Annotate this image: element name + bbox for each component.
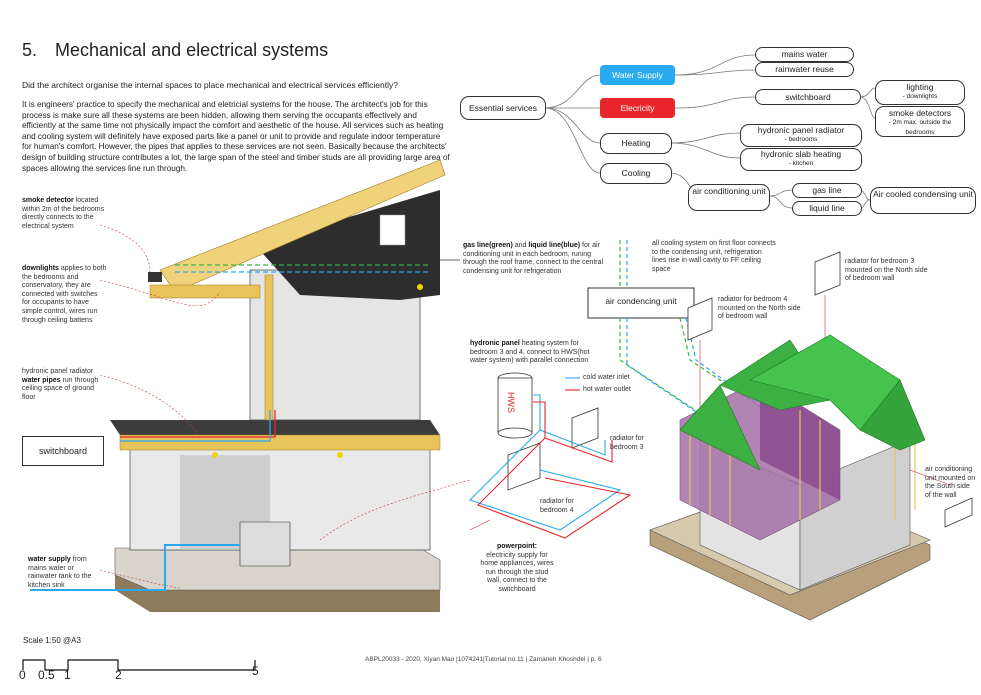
hydronic-slab-label: hydronic slab heating bbox=[760, 149, 842, 159]
hydronic-panel-label: hydronic panel radiator bbox=[757, 125, 845, 135]
note-power-bold: powerpoint: bbox=[496, 543, 538, 550]
air-cooled-unit-node: Air cooled condensing unit bbox=[870, 187, 976, 214]
note-cooling-system: all cooling system on first floor connec… bbox=[652, 240, 776, 273]
liquid-line-node: liquid line bbox=[792, 201, 862, 216]
note-gas-bold: gas line(green) bbox=[463, 242, 513, 249]
hydronic-panel-sub: - bedrooms bbox=[784, 136, 818, 143]
lighting-label: lighting bbox=[906, 82, 934, 92]
switchboard-label: switchboard bbox=[38, 446, 88, 456]
scale-bar bbox=[22, 659, 256, 671]
section-title: Mechanical and electrical systems bbox=[55, 40, 329, 60]
services-diagram bbox=[468, 240, 973, 539]
note-hyd-bold: water pipes bbox=[22, 376, 61, 384]
note-gas-text: for air conditioning unit in each bedroo… bbox=[463, 242, 604, 275]
heating-node: Heating bbox=[600, 133, 672, 154]
note-powerpoint: powerpoint:electricity supply for home a… bbox=[478, 543, 556, 595]
note-hpanel-bold: hydronic panel bbox=[470, 340, 520, 347]
note-ac-south: air conditioning unit mounted on the Sou… bbox=[925, 466, 976, 499]
note-downlights: downlights applies to both the bedrooms … bbox=[22, 265, 107, 325]
gas-line-node: gas line bbox=[792, 183, 862, 198]
note-liq-bold: liquid line(blue) bbox=[528, 242, 581, 249]
switchboard-node: switchboard bbox=[755, 89, 861, 105]
section-number: 5. bbox=[22, 40, 38, 60]
note-water-text: from mains water or rainwater tank to th… bbox=[28, 556, 92, 589]
note-water-supply: water supply from mains water or rainwat… bbox=[28, 556, 98, 590]
note-smoke-detector: smoke detector located within 2m of the … bbox=[22, 197, 107, 231]
footer-credit: ABPL20033 - 2020, Xiyan Mao |1074241|Tut… bbox=[365, 656, 602, 663]
scale-tick-5: 5 bbox=[252, 664, 259, 678]
essential-services-node: Essential services bbox=[460, 96, 546, 120]
hydronic-panel-node: hydronic panel radiator - bedrooms bbox=[740, 124, 862, 147]
note-down-text: applies to both the bedrooms and conserv… bbox=[22, 265, 107, 324]
note-hyd-text2: run through ceiling space of ground floo… bbox=[22, 376, 99, 401]
lighting-sub: - downlights bbox=[902, 93, 938, 100]
lighting-node: lighting - downlights bbox=[875, 80, 965, 105]
note-water-bold: water supply bbox=[28, 556, 71, 563]
note-down-bold: downlights bbox=[22, 265, 59, 272]
note-power-text: electricity supply for home appliances, … bbox=[480, 551, 554, 593]
note-hydronic-panel: hydronic panel heating system for bedroo… bbox=[470, 340, 590, 366]
note-radiator-bedroom4: radiator for bedroom 4 bbox=[540, 498, 574, 514]
legend-hot-outlet: hot water outlet bbox=[583, 386, 631, 393]
legend-cold-inlet: cold water inlet bbox=[583, 374, 630, 381]
note-gas-mid: and bbox=[512, 242, 529, 249]
switchboard-label-box: switchboard bbox=[22, 436, 104, 466]
scale-tick-0: 0 bbox=[19, 668, 26, 682]
water-supply-node: Water Supply bbox=[600, 65, 675, 85]
smoke-sub: - 2m max. outside the bedrooms bbox=[888, 119, 952, 136]
mains-water-node: mains water bbox=[755, 47, 854, 62]
note-hpanel-text: heating system for bedroom 3 and 4, conn… bbox=[470, 340, 590, 365]
question-text: Did the architect organise the internal … bbox=[22, 80, 398, 90]
cooling-node: Cooling bbox=[600, 163, 672, 184]
note-gas-liquid-lines: gas line(green) and liquid line(blue) fo… bbox=[463, 242, 613, 276]
scale-label: Scale 1:50 @A3 bbox=[23, 636, 81, 645]
hws-label: HWS bbox=[506, 392, 516, 413]
condensing-unit-label: air condencing unit bbox=[605, 296, 677, 306]
note-radiator-bedroom3: radiator for bedroom 3 bbox=[610, 435, 644, 451]
note-radiator-bedroom4-mounted: radiator for bedroom 4 mounted on the No… bbox=[718, 296, 801, 321]
scale-tick-0-5: 0.5 bbox=[38, 668, 55, 682]
electricity-node: Elecricity bbox=[600, 98, 675, 118]
note-hyd-text1: hydronic panel radiator bbox=[22, 368, 94, 375]
body-paragraph: It is engineers' practice to specify the… bbox=[22, 100, 450, 173]
isometric-house bbox=[649, 334, 951, 621]
mindmap-connectors bbox=[544, 54, 876, 209]
smoke-detectors-node: smoke detectors - 2m max. outside the be… bbox=[875, 106, 965, 137]
note-smoke-bold: smoke detector bbox=[22, 197, 74, 204]
note-smoke-text: located within 2m of the bedrooms direct… bbox=[22, 197, 105, 230]
hydronic-slab-node: hydronic slab heating - kitchen bbox=[740, 148, 862, 171]
page-title: 5. Mechanical and electrical systems bbox=[22, 40, 328, 61]
house-section-drawing bbox=[30, 159, 471, 612]
smoke-label: smoke detectors bbox=[888, 108, 952, 118]
scale-tick-2: 2 bbox=[115, 668, 122, 682]
note-radiator-bedroom3-mounted: radiator for bedroom 3 mounted on the No… bbox=[845, 258, 928, 283]
hydronic-slab-sub: - kitchen bbox=[788, 160, 814, 167]
note-hydronic-pipes: hydronic panel radiator water pipes run … bbox=[22, 368, 107, 402]
rainwater-reuse-node: rainwater reuse bbox=[755, 62, 854, 77]
air-conditioning-unit-node: air conditioning unit bbox=[688, 184, 770, 211]
scale-tick-1: 1 bbox=[64, 668, 71, 682]
